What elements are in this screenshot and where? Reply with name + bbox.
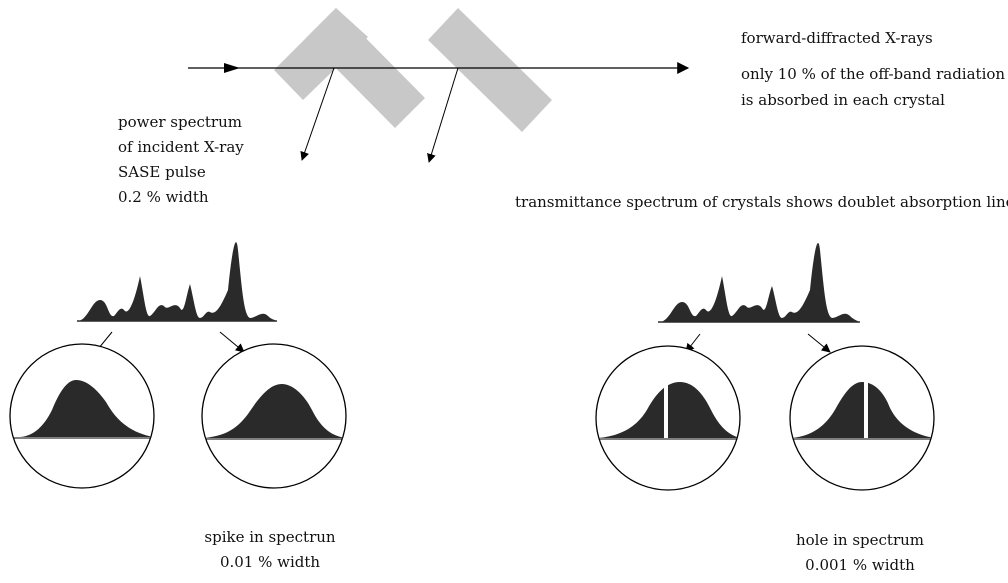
label-forward-diffracted: forward-diffracted X-rays [741,29,933,47]
zoom-circle-hole-1 [595,345,741,491]
zoom-circle-spike-1 [9,343,155,489]
zoom-circle-spike-2 [201,343,347,489]
pointer-arrow-2 [219,331,245,353]
label-power-line-3: SASE pulse [118,163,206,181]
label-spike-line-1: spike in spectrun [204,528,336,546]
transmitted-spectrum-peaks [660,243,860,322]
label-absorbed-line-2: is absorbed in each crystal [741,91,945,109]
label-power-line-1: power spectrum [118,113,242,131]
zoom-circle-hole-2 [789,345,935,491]
diffracted-beam-2 [427,67,459,163]
label-hole-line-1: hole in spectrum [795,531,925,549]
incident-spectrum-peaks [78,242,277,321]
pointer-arrow-4 [807,333,831,353]
crystal-2 [428,8,552,132]
diffracted-beam-1 [300,67,335,161]
label-transmittance: transmittance spectrum of crystals shows… [515,193,1008,211]
label-power-line-2: of incident X-ray [118,138,244,156]
label-absorbed-line-1: only 10 % of the off-band radiation [741,65,1006,83]
label-hole-line-2: 0.001 % width [805,556,915,574]
label-power-line-4: 0.2 % width [118,188,209,206]
label-spike-line-2: 0.01 % width [219,553,321,571]
beam-arrowhead-mid [224,63,240,73]
